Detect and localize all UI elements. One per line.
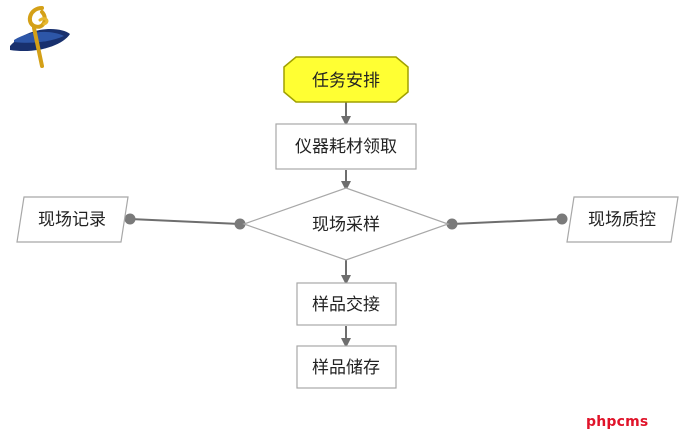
logo	[10, 6, 70, 68]
node-storage-label: 样品储存	[312, 358, 380, 378]
node-sampling: 现场采样	[242, 187, 450, 261]
connector-dot-record	[124, 213, 136, 225]
node-instrument-label: 仪器耗材领取	[295, 137, 397, 157]
node-record: 现场记录	[16, 196, 129, 243]
node-task-label: 任务安排	[312, 71, 380, 91]
node-record-label: 现场记录	[38, 210, 106, 230]
node-storage: 样品储存	[296, 345, 397, 389]
node-handover: 样品交接	[296, 282, 397, 326]
node-qc-label: 现场质控	[588, 210, 656, 230]
connector-record-to-sampling	[129, 218, 241, 225]
connector-dot-qc	[556, 213, 568, 225]
node-handover-label: 样品交接	[312, 295, 380, 315]
watermark: phpcms	[586, 414, 649, 430]
connector-dot-sampling-right	[446, 218, 458, 230]
node-sampling-label: 现场采样	[312, 215, 380, 235]
node-task: 任务安排	[283, 56, 409, 103]
connector-sampling-to-qc	[451, 218, 563, 225]
node-qc: 现场质控	[566, 196, 679, 243]
node-instrument: 仪器耗材领取	[275, 123, 417, 170]
connector-dot-sampling-left	[234, 218, 246, 230]
